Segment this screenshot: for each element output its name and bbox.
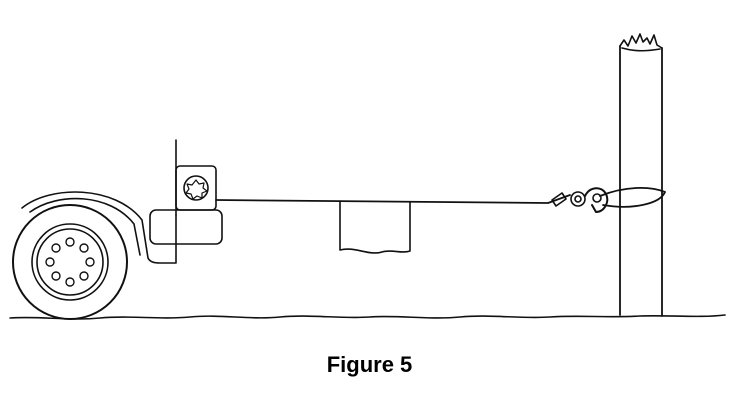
- winch-gear: [186, 180, 207, 199]
- bumper: [150, 210, 222, 244]
- vehicle-wheel: [13, 205, 127, 319]
- cable-damper: [340, 201, 410, 253]
- lug-nuts: [46, 238, 94, 286]
- tree-stump: [620, 34, 662, 316]
- ground-line: [10, 315, 725, 319]
- stump-top: [620, 34, 662, 48]
- tree-saver-strap: [600, 188, 665, 207]
- winch: [176, 166, 216, 210]
- winch-cable: [216, 195, 570, 203]
- figure-caption: Figure 5: [326, 352, 413, 377]
- fender: [22, 192, 176, 263]
- winch-rigging-diagram: [0, 0, 739, 340]
- winch-drum: [184, 176, 208, 200]
- cable-hook: [552, 188, 607, 212]
